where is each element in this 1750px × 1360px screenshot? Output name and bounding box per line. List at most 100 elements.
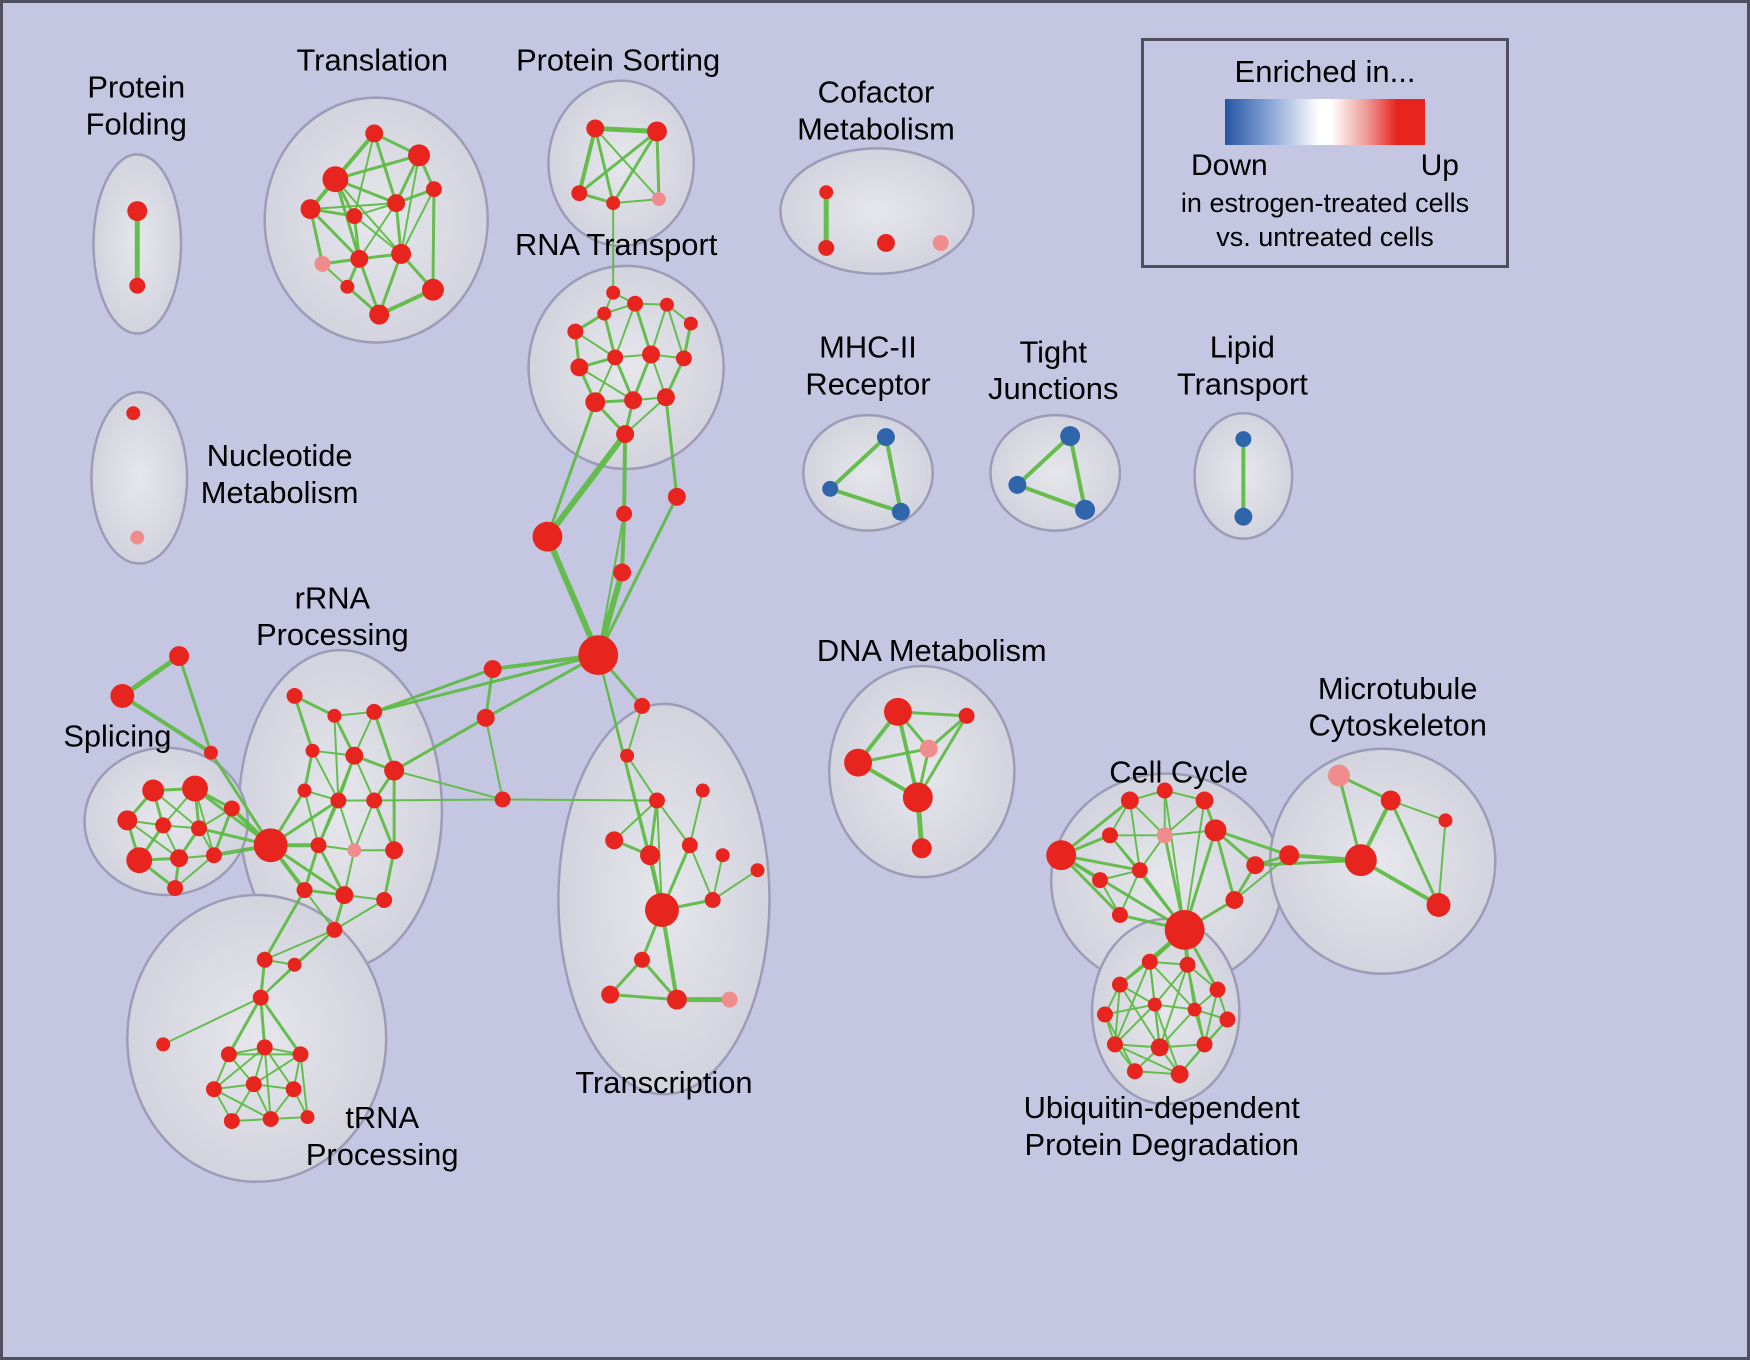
node-sp5	[191, 820, 207, 837]
node-pf2	[129, 277, 146, 294]
node-rr4	[305, 743, 320, 758]
node-pf1	[127, 201, 148, 222]
edge-so4-so5	[613, 198, 660, 205]
legend-title: Enriched in...	[1234, 54, 1416, 89]
edge-so2-so5	[655, 131, 661, 200]
node-tl1	[322, 166, 349, 193]
edge-tl10-tl12	[377, 253, 403, 316]
node-sp1	[142, 779, 165, 802]
node-cc8	[1092, 872, 1108, 889]
node-tn10	[156, 1037, 171, 1052]
edge-st3-rr10	[209, 751, 272, 847]
edge-tx10-tx15	[712, 869, 759, 901]
node-cc9	[1131, 862, 1148, 879]
node-tx8	[715, 848, 730, 863]
node-tj1	[1060, 426, 1081, 447]
node-ub13	[1170, 1065, 1189, 1084]
node-rr13	[385, 841, 404, 860]
node-cc5	[1101, 827, 1118, 844]
edge-cn8-tx3	[502, 798, 657, 802]
node-cc13	[1225, 891, 1244, 909]
edge-dm2-dm5	[916, 715, 968, 799]
node-rr10	[253, 828, 288, 863]
edge-tl3-tl10	[400, 155, 421, 255]
edge-st1-st3	[177, 655, 213, 754]
edge-cn1-cn5	[544, 535, 601, 657]
node-mh1	[876, 428, 895, 447]
edge-so2-so4	[611, 130, 659, 204]
edge-mc5-mc6	[1437, 820, 1447, 906]
cluster-mhc-ii-receptor	[802, 413, 934, 532]
node-rr17	[326, 921, 343, 938]
node-rr8	[330, 792, 347, 809]
node-rt5	[659, 297, 674, 312]
node-ub8	[1219, 1011, 1236, 1028]
node-tx4	[695, 783, 710, 798]
cluster-microtubule-cytoskeleton	[1269, 747, 1497, 975]
edge-mc2-mc5	[1389, 799, 1440, 906]
edge-rr9-rr12	[353, 800, 376, 851]
node-mc5	[1426, 893, 1451, 917]
node-tl3	[408, 144, 430, 167]
node-mc3	[1279, 845, 1300, 866]
node-ub5	[1097, 1006, 1113, 1023]
node-ub6	[1147, 997, 1162, 1012]
edge-tj1-tj3	[1068, 435, 1088, 511]
edge-cc7-mc3	[1215, 828, 1290, 857]
edge-tj1-tj2	[1016, 434, 1072, 487]
edge-tn0-tn3	[259, 996, 302, 1056]
edge-mh1-mh3	[883, 436, 903, 513]
node-tl7	[425, 181, 442, 198]
node-tn9	[300, 1110, 315, 1125]
legend-up-label: Up	[1420, 149, 1459, 182]
edge-rt14-cn2	[622, 434, 628, 514]
node-cf3	[876, 233, 895, 252]
node-cc10	[1246, 856, 1265, 875]
node-sp8	[170, 849, 189, 868]
legend-gradient-bar	[1225, 99, 1425, 145]
edge-tl5-tl10	[353, 215, 402, 255]
node-cn5	[578, 635, 619, 676]
node-cn7	[476, 708, 495, 727]
edge-cc10-mc4	[1255, 858, 1361, 867]
node-so2	[647, 121, 667, 142]
legend-down-label: Down	[1191, 149, 1268, 182]
node-rt12	[624, 391, 643, 410]
node-so3	[571, 185, 588, 202]
edge-mh1-mh2	[828, 435, 888, 491]
node-rr19	[287, 957, 302, 972]
node-rr6	[384, 760, 405, 781]
edge-ub5-ub6	[1104, 1003, 1155, 1016]
edge-ub1-ub7	[1149, 961, 1196, 1011]
edge-rr14-rr18	[263, 889, 306, 961]
edge-tn3-tn5	[253, 1053, 302, 1086]
node-tn3	[292, 1046, 309, 1063]
edge-rr14-rr17	[303, 889, 336, 931]
node-rt13	[656, 388, 675, 407]
cluster-label-protein-sorting: Protein Sorting	[516, 43, 720, 78]
legend: Enriched in... Down Up in estrogen-treat…	[1141, 38, 1509, 268]
node-dm4	[919, 739, 938, 758]
node-tn1	[220, 1046, 237, 1063]
node-dm5	[902, 782, 933, 813]
cluster-label-cell-cycle: Cell Cycle	[1109, 755, 1248, 790]
node-cc1	[1046, 840, 1077, 871]
node-tn8	[262, 1111, 279, 1128]
edge-cn8-rr6	[393, 769, 503, 801]
node-rr18	[256, 951, 273, 968]
edge-tn2-tn8	[263, 1047, 272, 1120]
edge-cc7-cc13	[1214, 829, 1236, 901]
edge-cn2-cn5	[597, 513, 626, 656]
node-tn6	[285, 1081, 302, 1098]
node-sp10	[167, 880, 184, 897]
cluster-label-splicing: Splicing	[63, 719, 171, 754]
cluster-label-transcription: Transcription	[575, 1065, 752, 1100]
node-tl13	[340, 279, 355, 294]
node-cc4	[1195, 791, 1214, 810]
edge-tn10-tn0	[162, 996, 262, 1046]
node-tn0	[252, 989, 269, 1006]
node-tx15	[750, 863, 765, 878]
node-rr7	[297, 783, 312, 798]
